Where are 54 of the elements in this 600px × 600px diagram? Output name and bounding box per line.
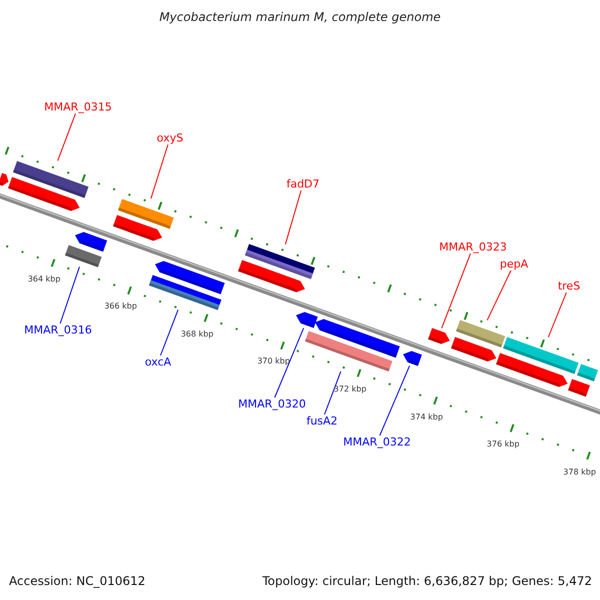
gene-label: fadD7: [286, 178, 320, 190]
leader-line: [57, 113, 76, 162]
leader-line: [274, 328, 304, 398]
coding-sequence-feature: [74, 232, 108, 252]
leader-line: [486, 270, 512, 321]
leader-line: [284, 190, 302, 245]
coding-sequence-feature: [314, 318, 400, 358]
coding-sequence-feature: [451, 336, 497, 362]
coding-sequence-feature: [238, 260, 305, 292]
leader-line: [150, 144, 168, 200]
gene-feature-bar: [12, 160, 88, 198]
scale-label: 368 kbp: [180, 329, 214, 338]
scale-label: 376 kbp: [486, 440, 520, 449]
coding-sequence-feature: [0, 173, 8, 186]
gene-feature-bar: [503, 337, 579, 374]
gene-label: oxyS: [156, 132, 184, 144]
leader-line: [324, 370, 342, 415]
leader-line: [160, 309, 179, 356]
gene-feature-bar: [456, 320, 506, 348]
scale-label: 370 kbp: [257, 356, 290, 366]
coding-sequence-feature: [154, 261, 225, 295]
coding-sequence-feature: [113, 214, 163, 241]
gene-label: treS: [558, 280, 580, 292]
gene-label: MMAR_0322: [343, 436, 411, 448]
gene-feature-bar: [304, 330, 392, 372]
gene-feature-bar: [64, 244, 102, 267]
scale-label: 364 kbp: [28, 274, 60, 284]
coding-sequence-feature: [496, 352, 568, 387]
leader-line: [548, 292, 567, 338]
gene-label: oxcA: [144, 356, 172, 368]
leader-line: [441, 253, 471, 329]
gene-feature-bar: [118, 198, 174, 228]
gene-label: MMAR_0320: [238, 398, 306, 410]
footer-text: Topology: circular; Length: 6,636,827 bp; Genes: 5,472: [262, 574, 592, 588]
chart-title: Mycobacterium marinum M, complete genome: [158, 10, 442, 24]
scale-label: 366 kbp: [104, 302, 137, 311]
gene-label: MMAR_0316: [24, 324, 92, 336]
gene-feature-bar: [568, 378, 590, 396]
gene-feature-bar: [148, 274, 221, 310]
scale-label: 374 kbp: [410, 412, 443, 422]
coding-sequence-feature: [296, 312, 318, 328]
gene-label: fusA2: [306, 414, 338, 428]
scale-label: 372 kbp: [334, 384, 366, 394]
leader-line: [379, 365, 410, 436]
gene-feature-bar: [576, 364, 598, 381]
gene-label: MMAR_0323: [439, 240, 507, 254]
coding-sequence-feature: [403, 350, 422, 366]
coding-sequence-feature: [8, 176, 80, 211]
gene-label: pepA: [500, 258, 528, 270]
scale-label: 378 kbp: [563, 467, 596, 476]
leader-line: [60, 266, 80, 324]
footer-text: Accession: NC_010612: [9, 574, 146, 588]
coding-sequence-feature: [428, 328, 450, 344]
gene-label: MMAR_0315: [44, 100, 112, 114]
